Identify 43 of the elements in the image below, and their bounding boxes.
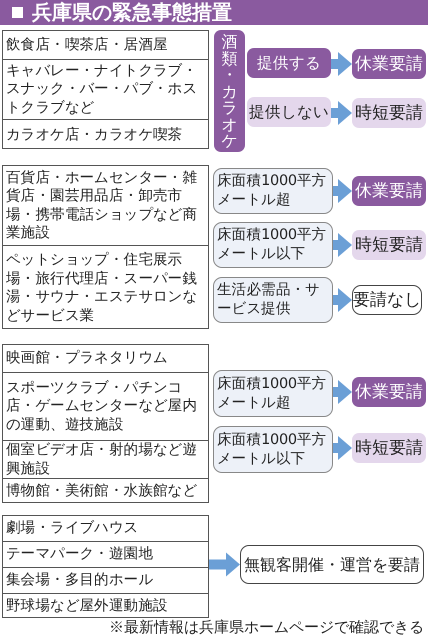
table-box [2,344,209,503]
result-box: 休業要請 [352,176,426,206]
condition-box: 生活必需品・サービス提供 [213,277,333,323]
table-box [2,30,209,149]
condition-tab: 提供する [247,48,331,78]
table-cell: キャバレー・ナイトクラブ・スナック・バー・パブ・ホストクラブなど [3,60,208,120]
table-cell: カラオケ店・カラオケ喫茶 [3,120,208,150]
result-box: 休業要請 [352,49,426,79]
condition-box: 床面積1000平方メートル超 [213,168,333,214]
result-box: 要請なし [352,285,422,315]
arrow [331,101,352,125]
condition-box: 床面積1000平方メートル以下 [213,426,333,473]
table-cell: 集会場・多目的ホール [3,568,208,594]
arrow [333,288,352,312]
table-cell: 飲食店・喫茶店・居酒屋 [3,31,208,60]
result-box: 時短要請 [352,98,426,128]
table-cell: 野球場など屋外運動施設 [3,594,208,619]
arrow [333,436,352,460]
table-cell: スポーツクラブ・パチンコ店・ゲームセンターなど屋内の運動、遊技施設 [3,373,208,441]
table-cell: テーマパーク・遊園地 [3,542,208,568]
arrow [333,380,352,404]
table-box [2,165,209,329]
title: 兵庫県の緊急事態措置 [32,0,232,25]
result-box: 時短要請 [352,433,426,463]
condition-tab: 提供しない [247,97,331,127]
caption: ※最新情報は兵庫県ホームページで確認できる [109,618,424,637]
table-cell: 百貨店・ホームセンター・雑貨店・園芸用品店・卸売市場・携帯電話ショップなど商業施設 [3,166,208,246]
result-box: 休業要請 [352,377,426,407]
condition-box: 床面積1000平方メートル超 [213,370,333,417]
table-cell: ペットショップ・住宅展示場・旅行代理店・スーパー銭湯・サウナ・エステサロンなどサービス業 [3,246,208,330]
condition-box: 床面積1000平方メートル以下 [213,222,333,268]
category-bar: 酒類・カラオケ [214,30,245,152]
table-cell: 個室ビデオ店・射的場など遊興施設 [3,441,208,479]
arrow [333,179,352,203]
table-box [2,515,209,618]
table-cell: 博物館・美術館・水族館など [3,479,208,504]
result-box: 無観客開催・運営を要請 [240,545,424,584]
table-cell: 映画館・プラネタリウム [3,345,208,373]
arrow [331,52,352,76]
arrow [209,552,240,576]
result-box: 時短要請 [352,230,426,260]
table-cell: 劇場・ライブハウス [3,516,208,542]
arrow [333,233,352,257]
